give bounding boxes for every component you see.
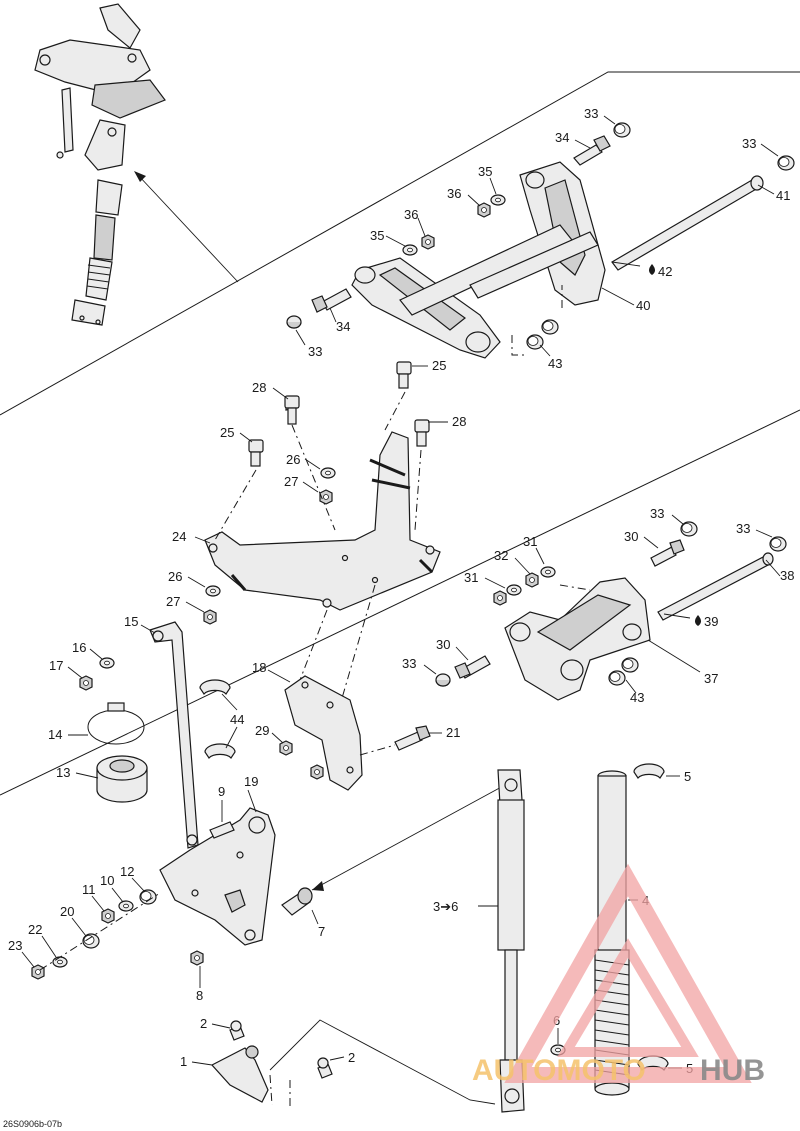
callout-42: 42 (658, 264, 672, 279)
callout-2: 2 (348, 1050, 355, 1065)
callout-12: 12 (120, 864, 134, 879)
callout-23: 23 (8, 938, 22, 953)
lower-arm-hardware (435, 521, 787, 687)
callout-28: 28 (252, 380, 266, 395)
callout-1: 1 (180, 1054, 187, 1069)
callout-10: 10 (100, 873, 114, 888)
callout-38: 38 (780, 568, 794, 583)
link-rod-15 (79, 621, 199, 849)
cap-13 (96, 755, 148, 803)
callout-39: 39 (704, 614, 718, 629)
callout-43: 43 (630, 690, 644, 705)
rear-arm-lower (504, 552, 774, 701)
mounting-plate-24 (204, 431, 441, 611)
callout-36: 36 (447, 186, 461, 201)
callout-14: 14 (48, 727, 62, 742)
callout-34: 34 (336, 319, 350, 334)
callout-28: 28 (452, 414, 466, 429)
callout-2: 2 (200, 1016, 207, 1031)
callout-27: 27 (284, 474, 298, 489)
gas-strut-3 (497, 769, 525, 1113)
callout-33: 33 (650, 506, 664, 521)
assembled-suspension-overview (34, 3, 166, 326)
section-divider-lines (0, 71, 800, 796)
bracket-18 (279, 675, 431, 791)
callout-16: 16 (72, 640, 86, 655)
strut-clamps-5 (633, 763, 669, 1071)
rod-41 (611, 175, 764, 271)
callout-11: 11 (82, 882, 96, 897)
callout-26: 26 (168, 569, 182, 584)
watermark-logo (504, 863, 752, 1083)
lubricant-drop-icon (695, 615, 701, 626)
callout-7: 7 (318, 924, 325, 939)
callout-31: 31 (523, 534, 537, 549)
callout-36: 36 (404, 207, 418, 222)
callout-9: 9 (218, 784, 225, 799)
callout-labels: 33 34 35 36 36 35 33 41 42 40 34 33 43 2… (8, 106, 794, 1076)
clamp-14 (87, 702, 145, 745)
callout-25: 25 (432, 358, 446, 373)
callout-33: 33 (584, 106, 598, 121)
callout-43: 43 (548, 356, 562, 371)
callout-20: 20 (60, 904, 74, 919)
callout-25: 25 (220, 425, 234, 440)
callout-31: 31 (464, 570, 478, 585)
callout-41: 41 (776, 188, 790, 203)
callout-33: 33 (736, 521, 750, 536)
callout-30: 30 (436, 637, 450, 652)
callout-group (21, 115, 781, 1069)
callout-3-to-6: 3➔6 (433, 899, 458, 914)
callout-33: 33 (402, 656, 416, 671)
callout-21: 21 (446, 725, 460, 740)
callout-33: 33 (742, 136, 756, 151)
callout-8: 8 (196, 988, 203, 1003)
callout-40: 40 (636, 298, 650, 313)
rear-arm-upper (351, 161, 606, 359)
callout-44: 44 (230, 712, 244, 727)
bracket-1 (211, 1019, 496, 1110)
callout-22: 22 (28, 922, 42, 937)
callout-34: 34 (555, 130, 569, 145)
callout-29: 29 (255, 723, 269, 738)
upper-hardware (286, 122, 795, 356)
lubricant-drop-icon (649, 264, 655, 275)
watermark-text-secondary: HUB (700, 1054, 765, 1087)
callout-13: 13 (56, 765, 70, 780)
bracket-hardware (31, 889, 204, 980)
callout-15: 15 (124, 614, 138, 629)
plate-hardware (203, 361, 430, 706)
callout-27: 27 (166, 594, 180, 609)
pin-7 (281, 784, 506, 916)
drawing-reference-code: 26S0906b-07b (3, 1119, 62, 1129)
callout-32: 32 (494, 548, 508, 563)
callout-35: 35 (370, 228, 384, 243)
clips-44 (199, 679, 236, 759)
callout-33: 33 (308, 344, 322, 359)
callout-17: 17 (49, 658, 63, 673)
callout-37: 37 (704, 671, 718, 686)
callout-19: 19 (244, 774, 258, 789)
bracket-19 (159, 807, 276, 946)
callout-26: 26 (286, 452, 300, 467)
callout-24: 24 (172, 529, 186, 544)
callout-5: 5 (684, 769, 691, 784)
callout-18: 18 (252, 660, 266, 675)
watermark-text-primary: AUTOMOTO (472, 1054, 646, 1087)
callout-30: 30 (624, 529, 638, 544)
callout-35: 35 (478, 164, 492, 179)
overview-arrow (134, 171, 239, 283)
